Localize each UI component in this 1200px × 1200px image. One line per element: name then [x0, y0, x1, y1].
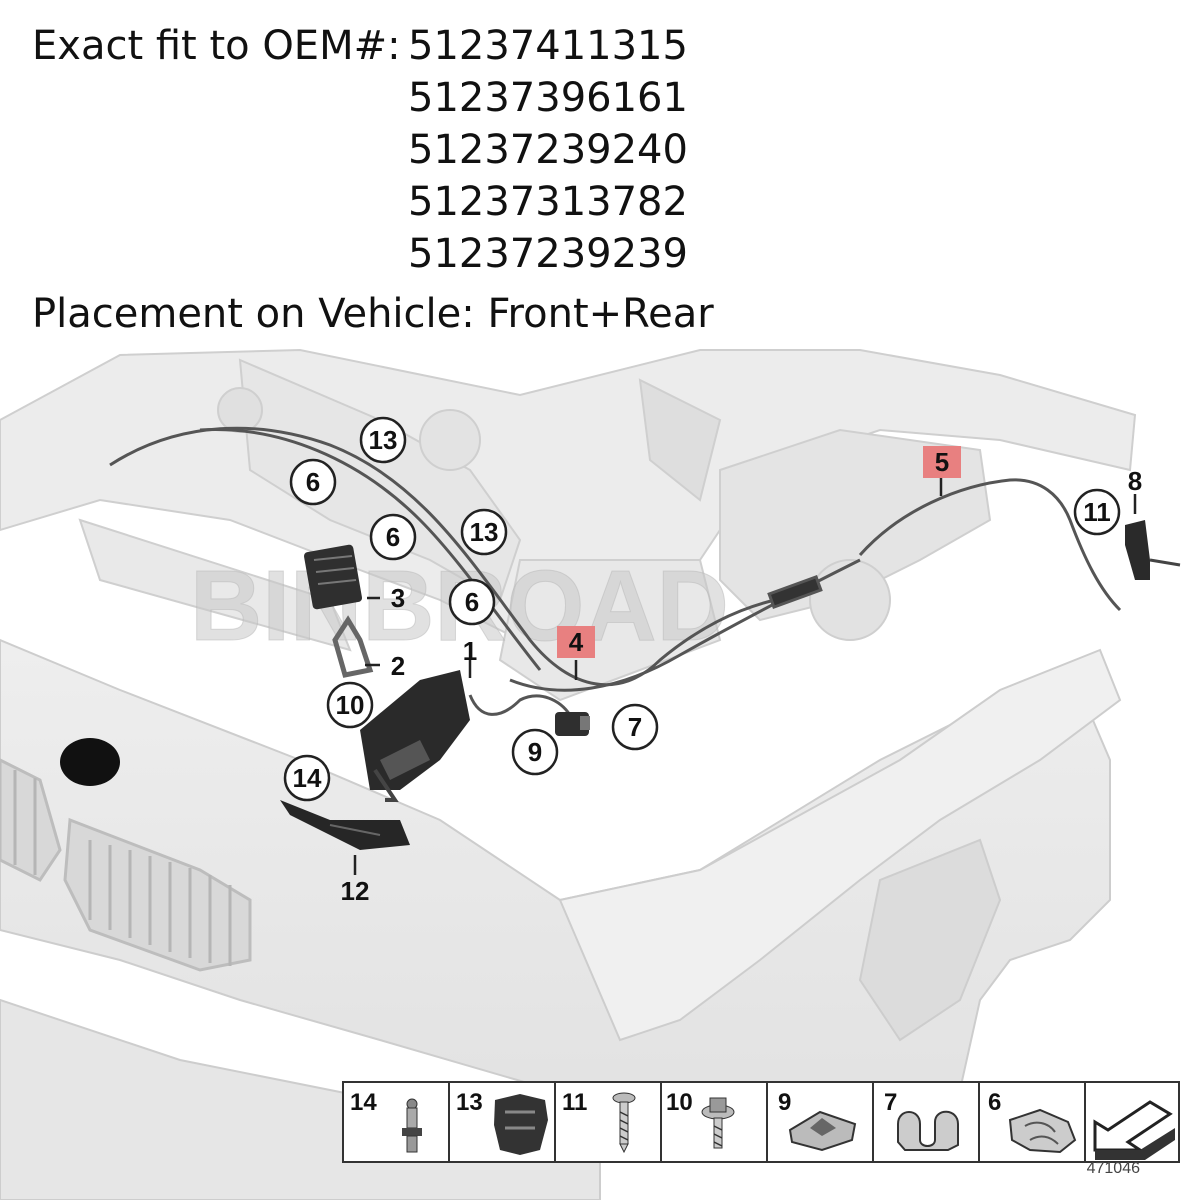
part-9-connector: [555, 712, 590, 736]
part-2-wire-hook: [332, 615, 374, 678]
svg-text:10: 10: [666, 1089, 693, 1116]
leader-lines: [353, 476, 1137, 875]
oem-label: Exact fit to OEM#:: [32, 23, 401, 69]
callout-6b: 6: [369, 513, 417, 561]
legend-item-11: 11: [562, 1089, 636, 1154]
car-front-body: [0, 638, 1122, 1200]
callout-13a: 13: [359, 416, 407, 464]
svg-text:7: 7: [884, 1089, 897, 1116]
callout-7: 7: [611, 703, 659, 751]
oem-number: 51237239240: [408, 127, 688, 173]
callout-10: 10: [326, 681, 374, 729]
callout-9: 9: [511, 728, 559, 776]
pin-screw-icon: [402, 1098, 422, 1153]
cable-clip-icon: [494, 1094, 548, 1155]
legend-item-10: 10: [666, 1089, 735, 1149]
part-12-bracket: [280, 800, 410, 850]
oem-row-4: 51237313782: [32, 176, 688, 228]
fastener-legend: 14 13 11: [342, 1081, 1180, 1163]
oem-block: Exact fit to OEM#: 51237411315 512373961…: [32, 20, 688, 280]
oem-number: 51237396161: [408, 75, 688, 121]
kidney-grille: [0, 758, 252, 972]
legend-item-14: 14: [350, 1089, 422, 1153]
clip-nut-icon: [788, 1110, 857, 1152]
svg-text:6: 6: [386, 522, 400, 552]
oem-row-2: 51237396161: [32, 72, 688, 124]
svg-text:11: 11: [1083, 497, 1111, 527]
svg-text:14: 14: [293, 763, 322, 793]
legend-item-6: 6: [988, 1089, 1077, 1154]
diagram-number: 471046: [1086, 1160, 1140, 1177]
callout-8: 8: [1128, 466, 1142, 496]
svg-text:5: 5: [935, 447, 949, 477]
legend-item-7: 7: [884, 1089, 959, 1151]
screw-icon: [612, 1092, 636, 1154]
oem-row-5: 51237239239: [32, 228, 688, 280]
callout-4-highlight: 4: [557, 626, 595, 658]
front-direction-arrow-icon: [1093, 1100, 1175, 1160]
svg-text:13: 13: [369, 425, 398, 455]
svg-text:13: 13: [470, 517, 499, 547]
placement-text: Placement on Vehicle: Front+Rear: [32, 291, 714, 337]
callout-13b: 13: [460, 508, 508, 556]
svg-text:13: 13: [456, 1089, 483, 1116]
callout-3: 3: [391, 583, 405, 613]
oem-row-1: Exact fit to OEM#: 51237411315: [32, 20, 688, 72]
legend-item-13: 13: [456, 1089, 548, 1155]
emblem-hole: [60, 738, 120, 786]
svg-text:4: 4: [569, 627, 584, 657]
oem-number: 51237313782: [408, 179, 688, 225]
svg-text:9: 9: [778, 1089, 791, 1116]
part-8-handle: [1125, 520, 1181, 580]
callout-6c: 6: [448, 578, 496, 626]
svg-text:7: 7: [628, 712, 642, 742]
callout-5-highlight: 5: [923, 446, 961, 478]
cable-holder-icon: [897, 1110, 959, 1151]
svg-text:6: 6: [465, 587, 479, 617]
engine-bay-structure: [0, 348, 1137, 702]
oem-number: 51237411315: [408, 23, 688, 69]
oem-number: 51237239239: [408, 231, 688, 277]
callout-1: 1: [463, 636, 477, 666]
svg-text:9: 9: [528, 737, 542, 767]
part-1-hood-latch: [360, 670, 470, 802]
callout-6a: 6: [289, 458, 337, 506]
callout-2: 2: [391, 651, 405, 681]
callout-11: 11: [1073, 488, 1121, 536]
svg-text:11: 11: [562, 1089, 587, 1116]
part-3-bracket: [303, 544, 363, 610]
legend-item-9: 9: [778, 1089, 857, 1152]
cable-retainer-icon: [1008, 1108, 1077, 1154]
callout-14: 14: [283, 754, 331, 802]
svg-text:6: 6: [988, 1089, 1001, 1116]
callout-12: 12: [341, 876, 370, 906]
flange-bolt-icon: [701, 1097, 735, 1149]
oem-row-3: 51237239240: [32, 124, 688, 176]
svg-text:14: 14: [350, 1089, 377, 1116]
svg-text:10: 10: [336, 690, 365, 720]
svg-text:6: 6: [306, 467, 320, 497]
hood-release-cables: [109, 426, 1122, 716]
